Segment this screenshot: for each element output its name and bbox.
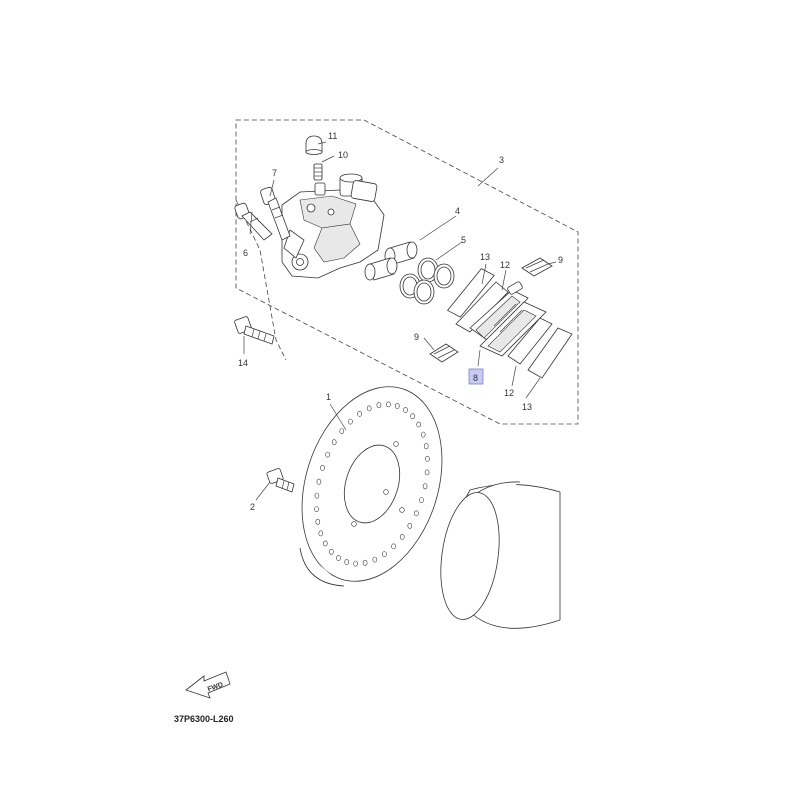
callout-9-lower[interactable]: 9 <box>414 332 419 342</box>
disc-hole <box>344 559 350 565</box>
disc-hole <box>407 522 413 529</box>
disc-hole <box>419 497 424 503</box>
disc-hole <box>391 543 396 550</box>
pad-spring-lower <box>429 343 459 363</box>
bleed-screw-cap <box>305 135 323 155</box>
disc-hole <box>322 540 328 547</box>
disc-hole <box>403 407 408 413</box>
callout-13-lower[interactable]: 13 <box>522 402 532 412</box>
disc-hole <box>353 560 358 567</box>
disc-hole <box>348 418 353 425</box>
disc-mount-hole <box>351 521 357 527</box>
disc-hole <box>423 443 429 450</box>
bleed-screw <box>313 163 323 181</box>
pad-shim-right <box>507 317 573 379</box>
pin-bolt-lower <box>234 202 273 241</box>
disc-hole <box>318 530 324 537</box>
disc-hole <box>315 518 321 525</box>
callout-11[interactable]: 11 <box>328 131 337 141</box>
callout-13-upper[interactable]: 13 <box>480 252 490 262</box>
brake-pad-set <box>469 281 547 357</box>
disc-hole <box>410 413 416 420</box>
pad-spring-upper <box>521 257 553 277</box>
pad-group-boundary <box>235 199 287 361</box>
disc-hole <box>420 431 426 438</box>
callouts: 11 10 3 7 4 5 6 13 12 9 9 8 12 13 14 1 2 <box>238 131 563 512</box>
disc-hole <box>320 464 325 471</box>
disc-hole <box>394 403 400 409</box>
disc-hole <box>376 402 382 409</box>
disc-hole <box>366 405 372 412</box>
caliper-pistons <box>364 241 418 281</box>
callout-7[interactable]: 7 <box>272 168 277 178</box>
callout-9-upper[interactable]: 9 <box>558 255 563 265</box>
callout-3[interactable]: 3 <box>499 155 504 165</box>
disc-hole <box>357 410 362 417</box>
callout-8-highlight <box>468 368 484 385</box>
callout-2[interactable]: 2 <box>250 502 255 512</box>
disc-hole <box>362 559 368 566</box>
disc-hole <box>425 455 430 462</box>
disc-hole <box>331 439 337 446</box>
disc-hole <box>386 401 391 408</box>
callout-6[interactable]: 6 <box>243 248 248 258</box>
callout-4[interactable]: 4 <box>455 206 460 216</box>
disc-mount-hole <box>399 507 405 513</box>
caliper-body <box>281 173 385 279</box>
disc-hole <box>314 506 319 512</box>
disc-hole <box>339 428 345 434</box>
disc-hole <box>382 551 387 557</box>
leader-lines <box>243 141 557 501</box>
disc-hole <box>424 469 430 476</box>
disc-mount-hole <box>393 441 399 447</box>
wheel-hub <box>440 481 561 629</box>
callout-12-lower[interactable]: 12 <box>504 388 514 398</box>
disc-hole <box>336 555 341 561</box>
callout-8[interactable]: 8 <box>473 373 478 383</box>
disc-hole <box>314 492 320 499</box>
caliper-mounting-bolt <box>234 316 275 345</box>
disc-bolt <box>266 468 295 493</box>
disc-hole <box>316 478 322 485</box>
brake-disc <box>299 386 443 587</box>
caliper-assembly-boundary <box>235 119 579 425</box>
pin-bolt-upper <box>260 186 291 241</box>
diagram-code: 37P6300-L260 <box>174 714 234 724</box>
callout-12-upper[interactable]: 12 <box>500 260 510 270</box>
callout-1[interactable]: 1 <box>326 392 331 402</box>
disc-hole <box>413 510 419 517</box>
disc-hole <box>328 548 334 555</box>
disc-hole <box>399 534 405 540</box>
callout-10[interactable]: 10 <box>338 150 348 160</box>
disc-hole <box>325 451 331 458</box>
callout-14[interactable]: 14 <box>238 358 248 368</box>
disc-hole <box>372 556 378 563</box>
disc-hole <box>416 421 422 428</box>
piston-seals <box>399 257 455 305</box>
disc-hole <box>422 483 428 490</box>
disc-mount-hole <box>383 489 389 495</box>
callout-5[interactable]: 5 <box>461 235 466 245</box>
fwd-arrow-icon: FWD <box>185 671 231 699</box>
